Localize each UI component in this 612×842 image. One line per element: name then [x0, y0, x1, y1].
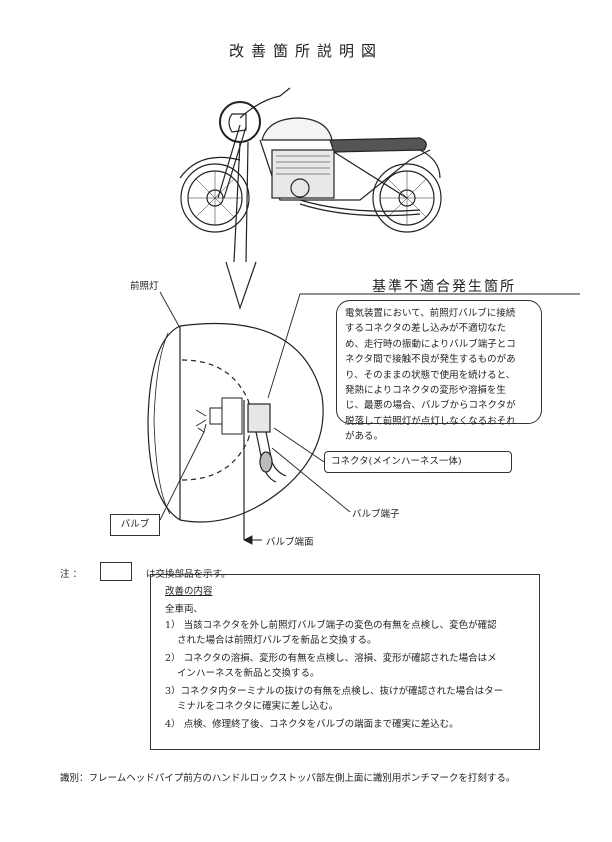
nonconformity-description: 電気装置において、前照灯バルブに接続 するコネクタの差し込みが不適切なた め、走…	[336, 300, 542, 442]
content-item: 4） 点検、修理終了後、コネクタをバルブの端面まで確実に差込む。	[165, 717, 525, 732]
description-line: め、走行時の振動によりバルブ端子とコ	[345, 338, 516, 350]
description-line: 発熱によりコネクタの変形や溶損を生	[345, 385, 506, 397]
content-item-line: ミナルをコネクタに確実に差し込む。	[177, 701, 339, 712]
headlight-label: 前照灯	[130, 281, 159, 292]
content-item-line: インハーネスを新品と交換する。	[177, 668, 320, 679]
bulb-terminal-label: バルブ端子	[352, 509, 400, 520]
note-prefix: 注 ：	[60, 569, 83, 580]
leader-lines	[159, 291, 580, 545]
content-item-line: 1） 当該コネクタを外し前照灯バルブ端子の変色の有無を点検し、変色が確認	[165, 620, 497, 631]
content-item: 1） 当該コネクタを外し前照灯バルブ端子の変色の有無を点検し、変色が確認 された…	[165, 618, 525, 648]
motorcycle-illustration	[179, 87, 442, 233]
content-scope: 全車両、	[165, 604, 204, 615]
page-title: 改善箇所説明図	[228, 42, 383, 60]
replacement-part-legend-box	[100, 562, 132, 581]
description-line: ネクタ間で接触不良が発生するものがあ	[345, 354, 516, 366]
description-line: がある。	[345, 431, 384, 443]
improvement-content-box: 改善の内容 全車両、 1） 当該コネクタを外し前照灯バルブ端子の変色の有無を点検…	[150, 574, 540, 750]
content-item-line: 2） コネクタの溶損、変形の有無を点検し、溶損、変形が確認された場合はメ	[165, 653, 497, 664]
description-line: り、そのままの状態で使用を続けると、	[345, 369, 516, 381]
content-item: 2） コネクタの溶損、変形の有無を点検し、溶損、変形が確認された場合はメ インハ…	[165, 651, 525, 681]
identification-note: 識別：フレームヘッドパイプ前方のハンドルロックストッパ部左側上面に識別用ポンチマ…	[60, 773, 516, 784]
content-item-line: 3）コネクタ内ターミナルの抜けの有無を点検し、抜けが確認された場合はター	[165, 686, 504, 697]
description-line: するコネクタの差し込みが不適切なた	[345, 323, 507, 335]
bulb-end-face-label: バルブ端面	[266, 537, 314, 548]
description-line: 脱落して前照灯が点灯しなくなるおそれ	[345, 415, 516, 427]
content-item: 3）コネクタ内ターミナルの抜けの有無を点検し、抜けが確認された場合はター ミナル…	[165, 684, 525, 714]
connector-label: コネクタ(メインハーネス一体)	[324, 451, 512, 473]
down-arrow	[225, 141, 257, 310]
description-line: じ、最悪の場合、バルブからコネクタが	[345, 400, 516, 412]
bulb-label: バルブ	[110, 514, 160, 536]
content-item-line: された場合は前照灯バルブを新品と交換する。	[177, 635, 377, 646]
content-item-line: 4） 点検、修理終了後、コネクタをバルブの端面まで確実に差込む。	[165, 719, 459, 730]
nonconformity-location-title: 基準不適合発生箇所	[372, 279, 516, 295]
headlight-section-drawing	[147, 322, 324, 540]
description-line: 電気装置において、前照灯バルブに接続	[345, 308, 516, 319]
content-heading: 改善の内容	[165, 586, 213, 597]
